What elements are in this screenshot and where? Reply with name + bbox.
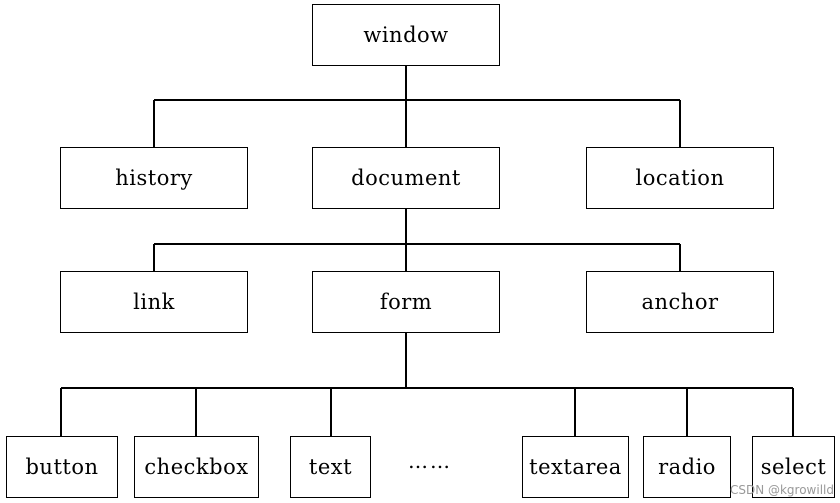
ellipsis-more: …… xyxy=(408,449,452,473)
node-history: history xyxy=(60,147,248,209)
node-link: link xyxy=(60,271,248,333)
node-location: location xyxy=(586,147,774,209)
node-text: text xyxy=(290,436,371,498)
node-radio: radio xyxy=(643,436,731,498)
node-button: button xyxy=(6,436,118,498)
node-document: document xyxy=(312,147,500,209)
node-form: form xyxy=(312,271,500,333)
watermark-text: CSDN @kgrowilld xyxy=(729,483,834,497)
node-select: select xyxy=(752,436,835,498)
node-window: window xyxy=(312,4,500,66)
node-textarea: textarea xyxy=(522,436,629,498)
node-anchor: anchor xyxy=(586,271,774,333)
node-checkbox: checkbox xyxy=(134,436,259,498)
